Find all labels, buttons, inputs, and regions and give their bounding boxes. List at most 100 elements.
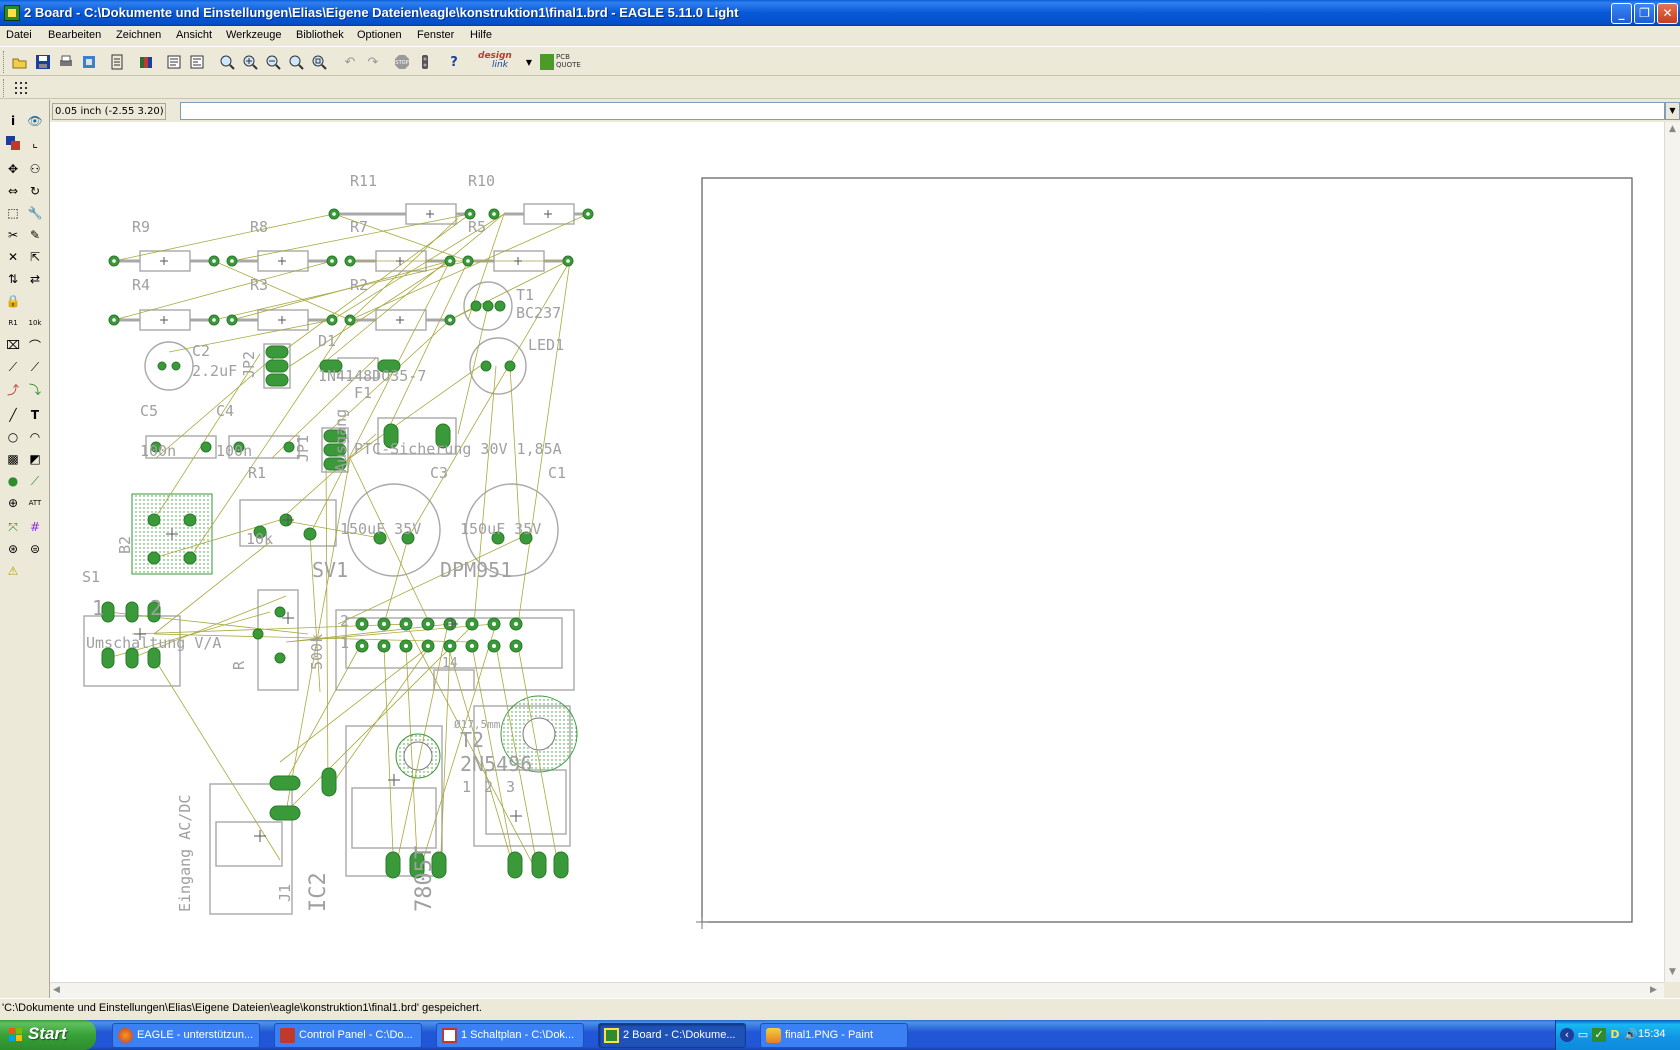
smash-icon[interactable]: ⌧ (6, 338, 20, 352)
redo-icon[interactable]: ↷ (367, 54, 379, 70)
add-icon[interactable]: ⇱ (29, 250, 41, 264)
split-icon[interactable]: ⟋ (8, 359, 18, 374)
label-sv1[interactable]: SV1 (312, 558, 349, 582)
label-jp1[interactable]: JP1 (294, 434, 312, 462)
menu-datei[interactable]: Datei (6, 29, 32, 41)
label-t1[interactable]: T1 (516, 286, 535, 304)
label-d1[interactable]: D1 (318, 332, 337, 350)
ratsnest-icon[interactable]: ⤧ (8, 519, 18, 534)
name-icon[interactable]: R1 (8, 319, 18, 327)
label-r3[interactable]: R3 (250, 276, 269, 294)
eagle-app-icon[interactable] (4, 5, 20, 21)
optimize-icon[interactable]: ⟋ (30, 359, 40, 374)
stop-icon[interactable]: STOP (392, 52, 412, 72)
group-icon[interactable]: ⬚ (7, 206, 19, 220)
cam-icon[interactable] (79, 52, 99, 72)
label-r6[interactable]: R (230, 660, 248, 670)
lock-icon[interactable]: 🔒 (5, 294, 21, 308)
grid-icon[interactable] (11, 78, 31, 98)
paste-icon[interactable]: ✂ (7, 228, 19, 242)
label-r10[interactable]: R10 (468, 172, 496, 190)
label-s1[interactable]: S1 (82, 568, 101, 586)
hole-icon[interactable]: ⊕ (7, 496, 19, 510)
route-icon[interactable]: ⤴ (6, 382, 19, 397)
label-c1[interactable]: C1 (548, 464, 567, 482)
toolbar-grip[interactable] (3, 79, 6, 97)
label-t2[interactable]: T2 (460, 728, 485, 752)
mirror-icon[interactable]: ⇔ (7, 184, 19, 198)
zoom-select-icon[interactable] (309, 52, 329, 72)
scroll-right-icon[interactable]: ▶ (1650, 985, 1657, 995)
menu-bibliothek[interactable]: Bibliothek (296, 29, 344, 41)
via-icon[interactable]: ● (7, 474, 19, 488)
save-icon[interactable] (33, 52, 53, 72)
label-r7[interactable]: R7 (350, 218, 369, 236)
shield-icon[interactable]: ✓ (1592, 1028, 1606, 1042)
label-c3[interactable]: C3 (430, 464, 449, 482)
help-icon[interactable]: ? (450, 54, 458, 70)
command-input[interactable] (180, 102, 1665, 120)
menu-hilfe[interactable]: Hilfe (470, 29, 493, 41)
rect-icon[interactable]: ▩ (7, 452, 19, 466)
label-f1[interactable]: F1 (354, 384, 373, 402)
design-link-button[interactable]: design link (478, 51, 516, 73)
design-link-dropdown-icon[interactable]: ▼ (525, 57, 533, 67)
erc-icon[interactable]: ⊛ (7, 542, 19, 556)
text-icon[interactable]: T (30, 408, 40, 422)
zoom-in-icon[interactable] (240, 52, 260, 72)
delete-icon[interactable]: ✎ (29, 228, 41, 242)
board-canvas[interactable]: R11 R10 R9 R8 R7 R5 R4 R3 R2 T1 BC237 C2… (50, 122, 1664, 982)
label-ic2[interactable]: IC2 (306, 872, 331, 912)
task-control-panel[interactable]: Control Panel - C:\Do... (274, 1023, 422, 1048)
label-led1[interactable]: LED1 (528, 336, 565, 354)
label-r1[interactable]: R1 (248, 464, 267, 482)
command-history-dropdown-icon[interactable]: ▼ (1665, 102, 1680, 120)
signal-icon[interactable]: ⟋ (30, 473, 40, 488)
label-r9[interactable]: R9 (132, 218, 151, 236)
auto-router-icon[interactable]: # (29, 520, 41, 534)
copy-icon[interactable]: ⚇ (29, 162, 41, 176)
show-icon[interactable]: 👁 (27, 114, 43, 128)
pcb-quote-button[interactable]: PCB QUOTE (540, 53, 581, 73)
label-r5[interactable]: R5 (468, 218, 487, 236)
ulp-icon[interactable] (187, 52, 207, 72)
zoom-redraw-icon[interactable] (286, 52, 306, 72)
circle-icon[interactable]: ○ (7, 430, 19, 444)
board-outline[interactable] (701, 177, 1633, 923)
tray-expand-icon[interactable]: ‹ (1560, 1028, 1574, 1042)
menu-optionen[interactable]: Optionen (357, 29, 402, 41)
menu-fenster[interactable]: Fenster (417, 29, 455, 41)
value-icon[interactable]: 10k (28, 319, 42, 327)
label-b2[interactable]: B2 (116, 535, 134, 554)
task-board[interactable]: 2 Board - C:\Dokume... (598, 1023, 746, 1048)
change-icon[interactable]: 🔧 (27, 206, 43, 220)
miter-icon[interactable]: ⌒ (28, 338, 41, 353)
toolbar-grip[interactable] (3, 51, 6, 73)
scroll-up-icon[interactable]: ▲ (1669, 124, 1676, 134)
replace-icon[interactable]: ⇄ (29, 272, 41, 286)
restore-button[interactable]: ❐ (1634, 3, 1655, 24)
scroll-down-icon[interactable]: ▼ (1669, 967, 1676, 977)
display-layers-icon[interactable] (3, 133, 23, 153)
volume-icon[interactable]: 🔊 (1624, 1028, 1638, 1041)
pinswap-icon[interactable]: ⇅ (7, 272, 19, 286)
ripup-icon[interactable]: ⤵ (28, 382, 41, 397)
move-icon[interactable]: ✥ (7, 162, 19, 176)
daemon-icon[interactable]: D (1610, 1028, 1620, 1041)
errors-icon[interactable]: ⚠ (7, 564, 19, 578)
info-icon[interactable]: i (10, 114, 16, 128)
menu-werkzeuge[interactable]: Werkzeuge (226, 29, 282, 41)
mark-icon[interactable]: ⌞ (32, 136, 38, 150)
arc-icon[interactable]: ◠ (29, 430, 41, 444)
label-r11[interactable]: R11 (350, 172, 378, 190)
library-icon[interactable] (136, 52, 156, 72)
menu-zeichnen[interactable]: Zeichnen (116, 29, 162, 41)
zoom-out-icon[interactable] (263, 52, 283, 72)
script-icon[interactable] (164, 52, 184, 72)
rotate-icon[interactable]: ↻ (29, 184, 41, 198)
label-r2[interactable]: R2 (350, 276, 369, 294)
close-button[interactable]: ✕ (1657, 3, 1678, 24)
menu-bearbeiten[interactable]: Bearbeiten (48, 29, 102, 41)
task-schematic[interactable]: 1 Schaltplan - C:\Dok... (436, 1023, 584, 1048)
label-j1[interactable]: J1 (276, 883, 294, 902)
